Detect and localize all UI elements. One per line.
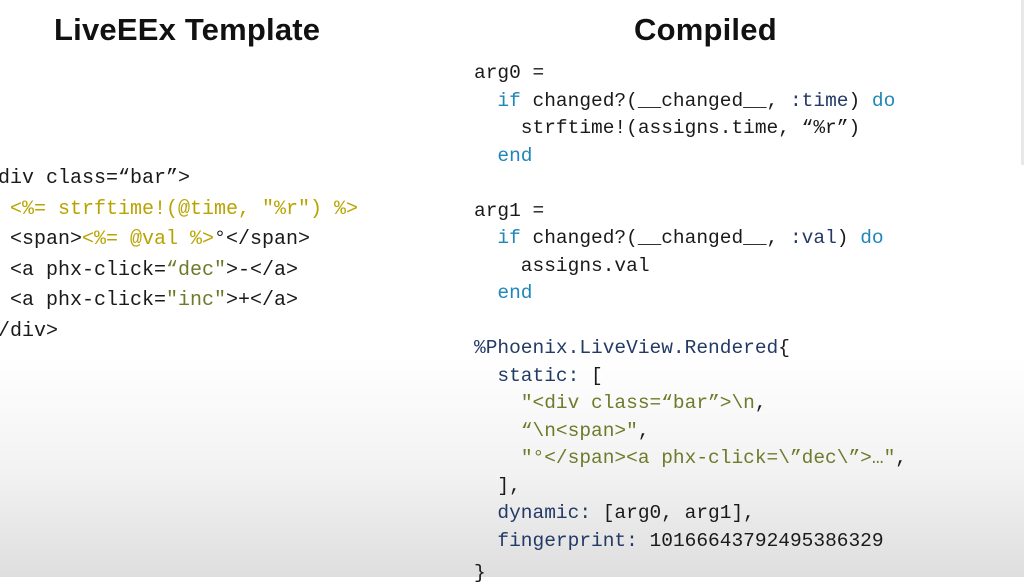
code-token: end: [497, 282, 533, 304]
code-token: do: [860, 227, 884, 249]
code-token: >-</a>: [226, 258, 299, 282]
code-token: [474, 502, 497, 524]
code-token: changed?(__changed__,: [520, 89, 790, 112]
code-token: [474, 227, 497, 249]
compiled-code-line: assigns.val: [474, 253, 907, 281]
code-token: [474, 90, 497, 112]
code-token: ,: [754, 392, 767, 414]
compiled-code: arg0 = if changed?(__changed__, :time) d…: [474, 60, 907, 555]
code-token: “dec": [166, 258, 227, 282]
compiled-code-line: end: [474, 143, 907, 171]
code-token: changed?(__changed__,: [520, 227, 790, 249]
code-token: >+</a>: [226, 289, 299, 313]
compiled-code-line: static: [: [474, 363, 907, 391]
code-token: static:: [497, 364, 580, 387]
closing-brace: }: [474, 562, 486, 584]
compiled-code-line: "°</span><a phx-click=\”dec\”>…",: [474, 445, 907, 473]
code-token: [474, 530, 497, 552]
compiled-code-line: %Phoenix.LiveView.Rendered{: [474, 335, 907, 363]
code-token: [: [579, 364, 603, 387]
code-token: [474, 282, 497, 304]
code-token: °</span>: [214, 228, 311, 252]
compiled-code-line: if changed?(__changed__, :val) do: [474, 225, 907, 253]
code-token: [474, 447, 521, 469]
template-heading: LiveEEx Template: [54, 12, 321, 47]
code-token: 10166643792495386329: [637, 529, 884, 552]
template-code-line: <a phx-click=“dec">-</a>: [0, 256, 358, 287]
code-token: ],: [474, 474, 521, 497]
code-token: "°</span><a phx-click=\”dec\”>…": [520, 447, 896, 469]
compiled-code-line: if changed?(__changed__, :time) do: [474, 88, 907, 116]
compiled-code-line: strftime!(assigns.time, “%r”): [474, 115, 907, 143]
code-token: dynamic:: [497, 502, 592, 524]
code-token: arg1 =: [474, 199, 545, 222]
code-token: end: [497, 144, 533, 167]
compiled-code-line: arg1 =: [474, 198, 907, 226]
code-token: if: [497, 89, 521, 112]
compiled-code-line: ​: [474, 308, 907, 336]
code-token: ): [836, 227, 861, 249]
code-token: ,: [637, 419, 650, 442]
code-token: "<div class=“bar”>\n: [520, 392, 755, 414]
code-token: [474, 145, 497, 167]
code-token: "inc": [166, 289, 227, 313]
compiled-code-line: ],: [474, 473, 907, 501]
code-token: do: [871, 89, 896, 112]
compiled-code-line: “\n<span>",: [474, 418, 907, 446]
compiled-code-line: "<div class=“bar”>\n,: [474, 390, 907, 418]
code-token: arg0 =: [474, 62, 545, 84]
code-token: fingerprint:: [497, 529, 638, 552]
code-token: strftime!(assigns.time, “%r”): [474, 117, 861, 139]
code-token: <a phx-click=: [0, 258, 167, 282]
liveeex-template-code: div class=“bar”> <%= strftime!(@time, "%…: [0, 164, 358, 348]
code-token: <span>: [0, 228, 83, 252]
compiled-code-line: ​: [474, 170, 907, 198]
edge-divider: [1021, 0, 1024, 165]
code-token: <%= @val %>: [82, 228, 215, 252]
code-token: [arg0, arg1],: [591, 502, 755, 524]
code-token: [474, 365, 497, 387]
code-token: :val: [789, 227, 837, 249]
compiled-code-line: end: [474, 280, 907, 308]
code-token: {: [778, 337, 790, 359]
code-token: ): [848, 89, 872, 112]
code-token: <a phx-click=: [0, 289, 167, 313]
compiled-heading: Compiled: [634, 12, 777, 47]
code-token: assigns.val: [474, 254, 650, 277]
compiled-code-line: arg0 =: [474, 60, 907, 88]
template-code-line: div class=“bar”>: [0, 164, 358, 195]
code-token: <%= strftime!(@time, "%r") %>: [0, 197, 359, 221]
code-token: %Phoenix.LiveView.Rendered: [474, 337, 779, 359]
compiled-code-line: fingerprint: 10166643792495386329: [474, 528, 907, 556]
code-token: [474, 420, 521, 442]
code-token: div class=“bar”>: [0, 167, 191, 190]
code-token: :time: [789, 89, 849, 112]
code-token: ,: [895, 447, 907, 469]
template-code-line: <a phx-click="inc">+</a>: [0, 286, 358, 317]
code-token: “\n<span>": [520, 419, 638, 442]
code-token: if: [497, 227, 521, 249]
template-code-line: <%= strftime!(@time, "%r") %>: [0, 195, 358, 226]
code-token: [474, 392, 521, 414]
template-code-line: <span><%= @val %>°</span>: [0, 225, 358, 256]
compiled-code-line: dynamic: [arg0, arg1],: [474, 500, 907, 528]
template-code-line: /div>: [0, 317, 358, 348]
code-token: /div>: [0, 319, 59, 343]
